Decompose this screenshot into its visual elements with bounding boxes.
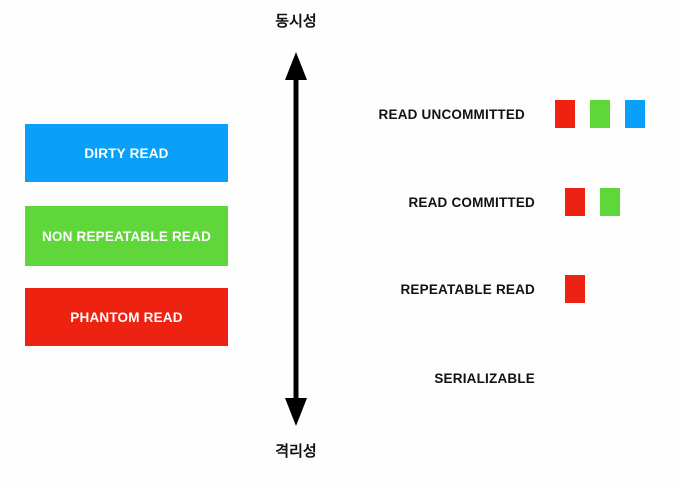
isolation-level-row-serializable: SERIALIZABLE [330, 363, 660, 393]
isolation-level-row-repeatable-read: REPEATABLE READ [330, 274, 660, 304]
anomaly-swatch [565, 275, 585, 303]
anomaly-box-phantom-read: PHANTOM READ [25, 288, 228, 346]
anomaly-label-non-repeatable-read: NON REPEATABLE READ [41, 228, 212, 244]
anomaly-box-non-repeatable-read: NON REPEATABLE READ [25, 206, 228, 266]
swatch-group-read-uncommitted [555, 99, 660, 129]
swatch-group-repeatable-read [565, 274, 600, 304]
isolation-level-row-read-uncommitted: READ UNCOMMITTED [330, 99, 660, 129]
anomaly-box-dirty-read: DIRTY READ [25, 124, 228, 182]
anomaly-swatch [625, 100, 645, 128]
swatch-group-read-committed [565, 187, 635, 217]
axis-bottom-label: 격리성 [275, 443, 317, 460]
double-headed-vertical-arrow-icon [273, 50, 319, 428]
anomaly-swatch [555, 100, 575, 128]
anomaly-swatch [600, 188, 620, 216]
anomaly-swatch [590, 100, 610, 128]
isolation-level-row-read-committed: READ COMMITTED [330, 187, 660, 217]
anomaly-label-phantom-read: PHANTOM READ [70, 309, 183, 325]
axis-top-label: 동시성 [275, 13, 317, 30]
isolation-level-label-serializable: SERIALIZABLE [434, 370, 535, 386]
isolation-level-label-repeatable-read: REPEATABLE READ [400, 281, 535, 297]
anomaly-label-dirty-read: DIRTY READ [84, 145, 169, 161]
isolation-level-label-read-uncommitted: READ UNCOMMITTED [378, 106, 525, 122]
anomaly-swatch [565, 188, 585, 216]
isolation-level-label-read-committed: READ COMMITTED [408, 194, 535, 210]
